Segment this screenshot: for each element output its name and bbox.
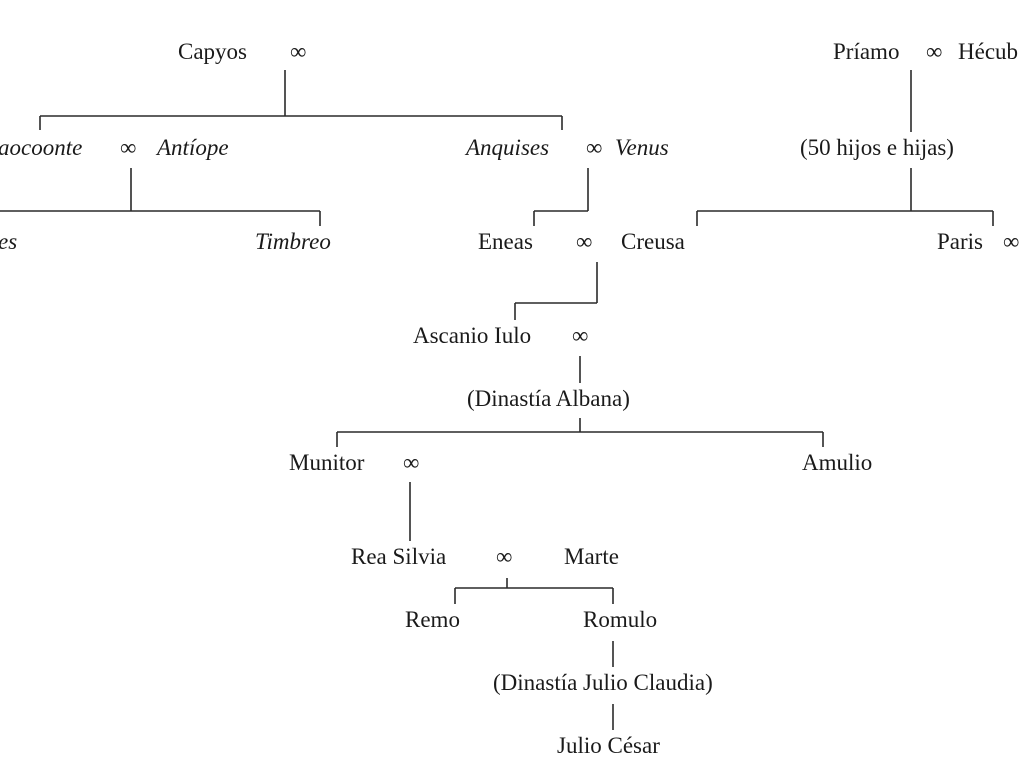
node-marte: Marte (564, 544, 619, 569)
marriage-symbol: ∞ (290, 39, 307, 64)
node-dinastia-julio-claudia: (Dinastía Julio Claudia) (493, 670, 713, 695)
node-julio-cesar: Julio César (557, 733, 660, 758)
node-capyos: Capyos (178, 39, 247, 64)
marriage-symbol: ∞ (496, 544, 513, 569)
node-ascanio: Ascanio Iulo (413, 323, 532, 348)
node-remo: Remo (405, 607, 460, 632)
node-romulo: Romulo (583, 607, 658, 632)
marriage-symbol: ∞ (120, 135, 137, 160)
node-hecuba: Hécub (958, 39, 1019, 64)
node-timbreo: Timbreo (255, 229, 331, 254)
node-left-cut: es (0, 229, 18, 254)
node-antiope: Antíope (157, 135, 229, 160)
marriage-symbol: ∞ (926, 39, 943, 64)
node-dinastia-albana: (Dinastía Albana) (467, 386, 630, 411)
node-venus: Venus (615, 135, 669, 160)
marriage-symbol: ∞ (586, 135, 603, 160)
node-munitor: Munitor (289, 450, 365, 475)
node-paris: Paris (937, 229, 983, 254)
marriage-symbol: ∞ (403, 450, 420, 475)
marriage-symbol: ∞ (576, 229, 593, 254)
node-rea-silvia: Rea Silvia (351, 544, 447, 569)
node-cincuenta-hijos: (50 hijos e hijas) (800, 135, 954, 160)
node-laocoonte: aocoonte (0, 135, 83, 160)
node-anquises: Anquises (466, 135, 550, 160)
marriage-symbol: ∞ (572, 323, 589, 348)
node-priamo: Príamo (833, 39, 900, 64)
node-creusa: Creusa (621, 229, 685, 254)
node-eneas: Eneas (478, 229, 533, 254)
marriage-symbol: ∞ (1003, 229, 1020, 254)
node-amulio: Amulio (802, 450, 873, 475)
